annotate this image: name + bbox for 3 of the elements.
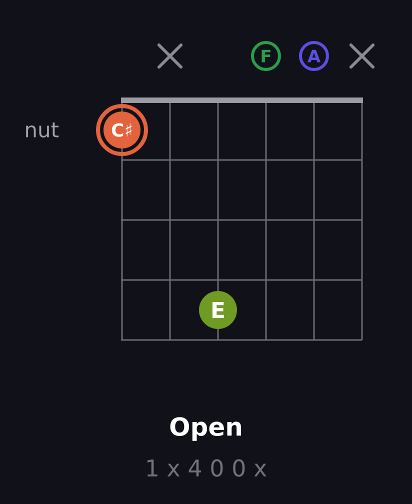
chord-name: Open [170, 417, 241, 441]
nut-label: nut [26, 122, 59, 138]
fingering-caption: 1 x 4 0 0 x [147, 459, 266, 477]
